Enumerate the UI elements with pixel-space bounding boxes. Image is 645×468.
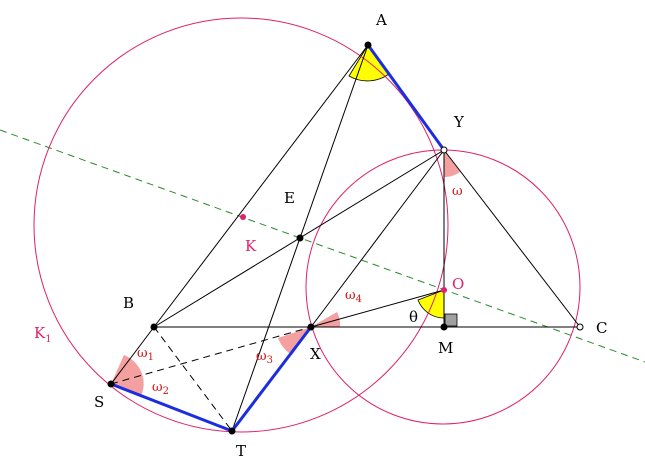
label-omega4: ω4 [345, 288, 362, 305]
point-T [228, 427, 236, 435]
label-omega3-sub: 3 [267, 355, 273, 366]
angle-A-fill [348, 44, 390, 82]
line-YX [310, 149, 445, 328]
point-A [364, 41, 372, 49]
label-E: E [284, 189, 295, 207]
point-B [150, 323, 158, 331]
circle-K1 [33, 17, 449, 433]
label-omega4-sub: 4 [356, 294, 362, 305]
blue-segments [110, 44, 446, 433]
line-AB [153, 44, 369, 328]
label-C: C [596, 319, 607, 337]
label-theta: θ [409, 308, 418, 326]
point-M [440, 323, 448, 331]
label-Y: Y [453, 113, 465, 131]
point-E [296, 234, 304, 242]
label-omega: ω [452, 184, 463, 199]
line-YC [443, 149, 581, 328]
label-omega1: ω1 [137, 346, 154, 363]
label-omega2: ω2 [152, 380, 169, 397]
label-K1-main: K [34, 324, 46, 342]
segment-ST-blue [110, 382, 233, 433]
angle-omega4-fill [311, 312, 341, 327]
label-S: S [94, 393, 104, 411]
angle-O-fill [417, 289, 445, 319]
label-O: O [452, 275, 464, 293]
point-S [107, 380, 115, 388]
point-C [576, 323, 584, 331]
line-SB [110, 326, 155, 385]
label-X: X [310, 345, 321, 363]
point-Y [440, 146, 448, 154]
label-M: M [438, 339, 453, 357]
solid-lines [110, 44, 581, 432]
label-omega2-main: ω [152, 380, 163, 395]
point-O [441, 287, 447, 293]
dashed-SX [110, 326, 312, 385]
label-K1-sub: 1 [45, 334, 51, 345]
circle-small [305, 149, 581, 425]
point-X [307, 323, 315, 331]
label-omega3: ω3 [256, 349, 273, 366]
angle-omega2-fill [111, 377, 144, 396]
segment-AY [366, 44, 446, 151]
dashed-line-green [0, 129, 645, 363]
dashed-BT [153, 326, 233, 432]
line-XO [310, 289, 445, 328]
label-omega3-main: ω [256, 349, 267, 364]
label-omega4-main: ω [345, 288, 356, 303]
label-K1: K1 [34, 324, 52, 345]
label-B: B [123, 294, 134, 312]
point-K [240, 214, 246, 220]
label-omega1-sub: 1 [148, 352, 154, 363]
label-T: T [236, 442, 246, 460]
label-omega2-sub: 2 [163, 386, 169, 397]
angle-omega3-fill [278, 327, 311, 355]
angle-omega-fill [444, 150, 460, 178]
right-angle-marker [444, 313, 458, 327]
label-omega1-main: ω [137, 346, 148, 361]
label-A: A [375, 11, 387, 29]
segment-TX [230, 326, 313, 432]
label-K: K [245, 237, 257, 255]
